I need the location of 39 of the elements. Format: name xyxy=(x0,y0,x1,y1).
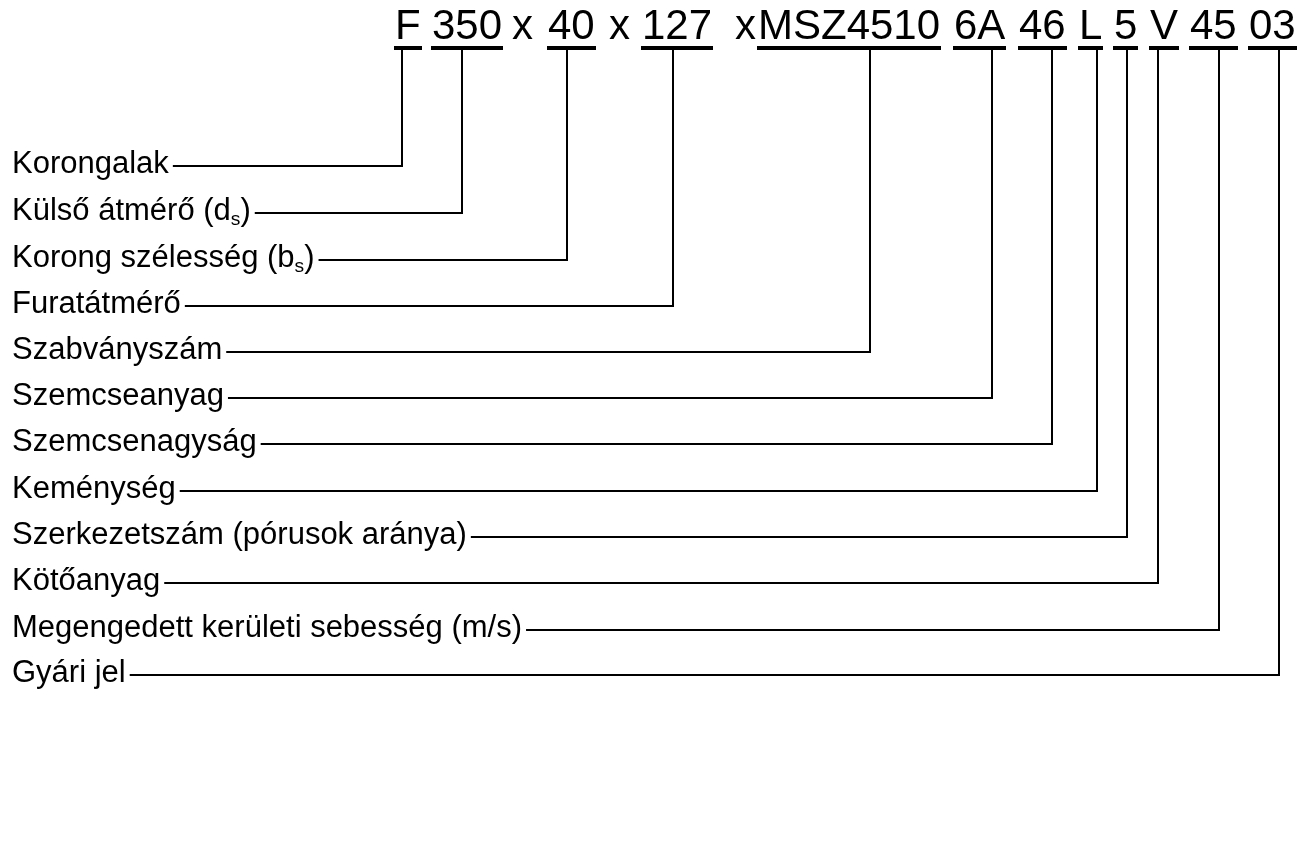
code-segment: 127 xyxy=(641,4,714,50)
description-label: Megengedett kerületi sebesség (m/s) xyxy=(12,609,523,645)
leader-line xyxy=(317,49,568,261)
description-label: Korongalak xyxy=(12,145,169,181)
code-segment: L xyxy=(1078,4,1104,50)
separator-label: x xyxy=(609,4,630,46)
description-label: Furatátmérő xyxy=(12,285,181,321)
leader-line xyxy=(469,49,1128,538)
leader-line xyxy=(183,49,674,307)
description-label: Korong szélesség (b$_{s}$) xyxy=(12,239,315,275)
leader-line xyxy=(253,49,463,214)
leader-line xyxy=(178,49,1098,492)
leader-line xyxy=(259,49,1053,445)
description-label: Szemcseanyag xyxy=(12,377,224,413)
code-segment: V xyxy=(1149,4,1179,50)
code-segment: 03 xyxy=(1248,4,1297,50)
description-label: Szemcsenagyság xyxy=(12,423,257,459)
leader-line xyxy=(171,49,403,167)
code-segment: F xyxy=(394,4,422,50)
code-segment: 46 xyxy=(1018,4,1067,50)
separator-label: x xyxy=(735,4,756,46)
description-label: Gyári jel xyxy=(12,654,126,690)
leader-line xyxy=(163,49,1159,584)
code-segment: 350 xyxy=(431,4,504,50)
separator-label: x xyxy=(512,4,533,46)
code-segment: 45 xyxy=(1189,4,1238,50)
description-label: Keménység xyxy=(12,470,176,506)
code-segment: 40 xyxy=(547,4,596,50)
description-label: Szerkezetszám (pórusok aránya) xyxy=(12,516,467,552)
leader-line xyxy=(225,49,871,353)
leader-line xyxy=(226,49,993,399)
description-label: Kötőanyag xyxy=(12,562,161,598)
description-label: Külső átmérő (d$_{s}$) xyxy=(12,192,251,228)
code-segment: 6A xyxy=(953,4,1007,50)
description-label: Szabványszám xyxy=(12,331,223,367)
leader-line xyxy=(128,49,1280,676)
leader-line xyxy=(525,49,1220,631)
code-segment: 5 xyxy=(1113,4,1139,50)
code-segment: MSZ4510 xyxy=(757,4,942,50)
